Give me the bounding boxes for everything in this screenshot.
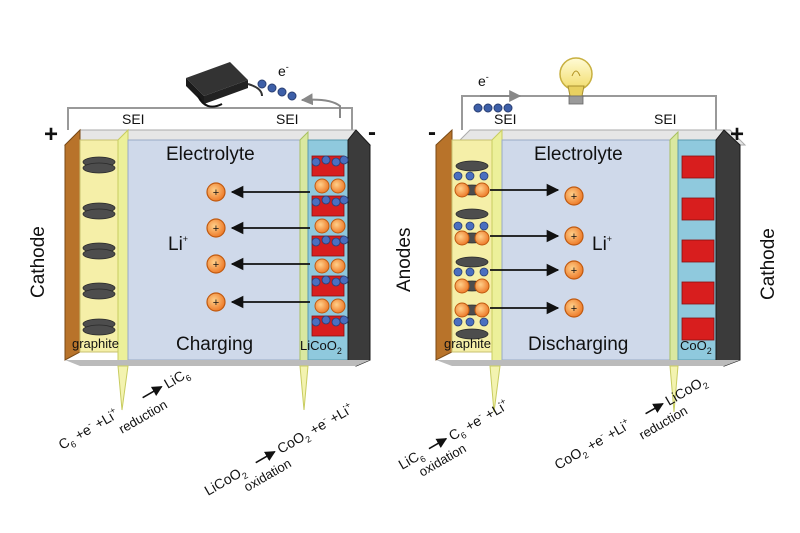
svg-text:LiC6: LiC6 [161,365,193,394]
sei-layer-right-b [669,130,679,367]
sei-layer-left-b [299,130,309,367]
right-cell-sei-right: SEI [654,111,677,127]
copper-collector-left [64,128,81,361]
right-cell-right-side-label: Cathode [758,228,779,300]
left-pointer-b [299,365,309,411]
left-cell-licoo2: LiCoO2 [300,338,342,356]
electrolyte-right [501,139,671,361]
copper-collector-right [435,128,453,361]
right-wire [461,95,602,130]
right-cell-ion-label: Li+ [592,234,612,255]
discharging-cell: e- [394,57,779,480]
right-cell-electrolyte: Electrolyte [534,144,623,165]
svg-text:CoO2 +e- +Li+: CoO2 +e- +Li+ [551,415,635,475]
left-wire [67,107,353,130]
svg-text:+: + [571,265,577,277]
svg-text:+: + [571,303,577,315]
right-cell-bottom [436,360,740,366]
reaction-left-reduction: C6 +e- +Li+ LiC6 reduction [55,365,194,455]
svg-text:CoO2 +e- +Li+: CoO2 +e- +Li+ [274,399,358,459]
sei-layer-left-a [117,128,129,367]
reaction-right-reduction: CoO2 +e- +Li+ LiCoO2 reduction [551,372,711,475]
left-cell-graphite: graphite [72,336,119,351]
electron-chain-left [257,79,297,101]
svg-text:oxidation: oxidation [241,455,294,494]
electron-flow-arrow [300,93,341,118]
graphite-sheets-left [82,156,116,336]
sei-layer-right-a [491,128,503,367]
reaction-left-oxidation: LiCoO2 CoO2 +e- +Li+ oxidation [202,399,358,498]
right-pointer-a [489,365,501,413]
right-cell-negative-sign: - [428,119,436,146]
right-pointer-b [669,365,679,413]
svg-text:+: + [213,187,219,199]
svg-text:+: + [571,231,577,243]
right-cell-coo2: CoO2 [680,338,712,356]
reaction-right-oxidation: LiC6 C6 +e- +Li+ oxidation [396,396,512,480]
charger-icon [186,62,263,108]
coo2-lattice [681,155,715,341]
intercalated-ions-right [454,182,490,318]
left-cell-sei-left: SEI [122,111,145,127]
electron-label-left: e- [278,62,289,79]
electron-chain-right [473,103,513,113]
svg-text:+: + [213,259,219,271]
left-cell-positive-sign: + [44,121,58,148]
light-bulb-icon [559,57,593,105]
electron-spheres-right [453,171,489,327]
svg-text:C6 +e- +Li+: C6 +e- +Li+ [445,396,512,446]
li-ions-left: + + + + [206,182,226,312]
li-ions-right: + + + + [564,186,584,318]
left-cell-mode: Charging [176,334,253,355]
left-cell-ion-label: Li+ [168,234,188,255]
electron-label-right: e- [478,72,489,89]
right-cell-graphite: graphite [444,336,491,351]
svg-text:LiCoO2: LiCoO2 [662,372,710,411]
svg-text:+: + [571,191,577,203]
right-cell-positive-sign: + [730,121,744,148]
left-cell-bottom [65,360,370,366]
svg-text:+: + [213,223,219,235]
ion-arrows-left [230,185,310,309]
charging-cell: e- [28,62,376,499]
dark-collector-left [347,129,371,367]
svg-text:C6 +e- +Li+: C6 +e- +Li+ [55,405,122,455]
svg-text:reduction: reduction [116,397,170,437]
electrolyte-left [127,139,301,361]
ion-arrows-right [490,183,560,315]
dark-collector-right [715,129,741,367]
left-cell-sei-right: SEI [276,111,299,127]
right-cell-mode: Discharging [528,334,628,355]
right-cell-left-side-label: Anodes [394,228,415,292]
left-pointer-a [117,365,129,411]
right-cell-sei-left: SEI [494,111,517,127]
left-cell-negative-sign: - [368,119,376,146]
licoo2-lattice [311,155,349,337]
left-cell-electrolyte: Electrolyte [166,144,255,165]
svg-text:reduction: reduction [636,403,690,443]
svg-text:+: + [213,297,219,309]
left-cell-side-label: Cathode [28,226,49,298]
right-wire-b [602,95,717,130]
